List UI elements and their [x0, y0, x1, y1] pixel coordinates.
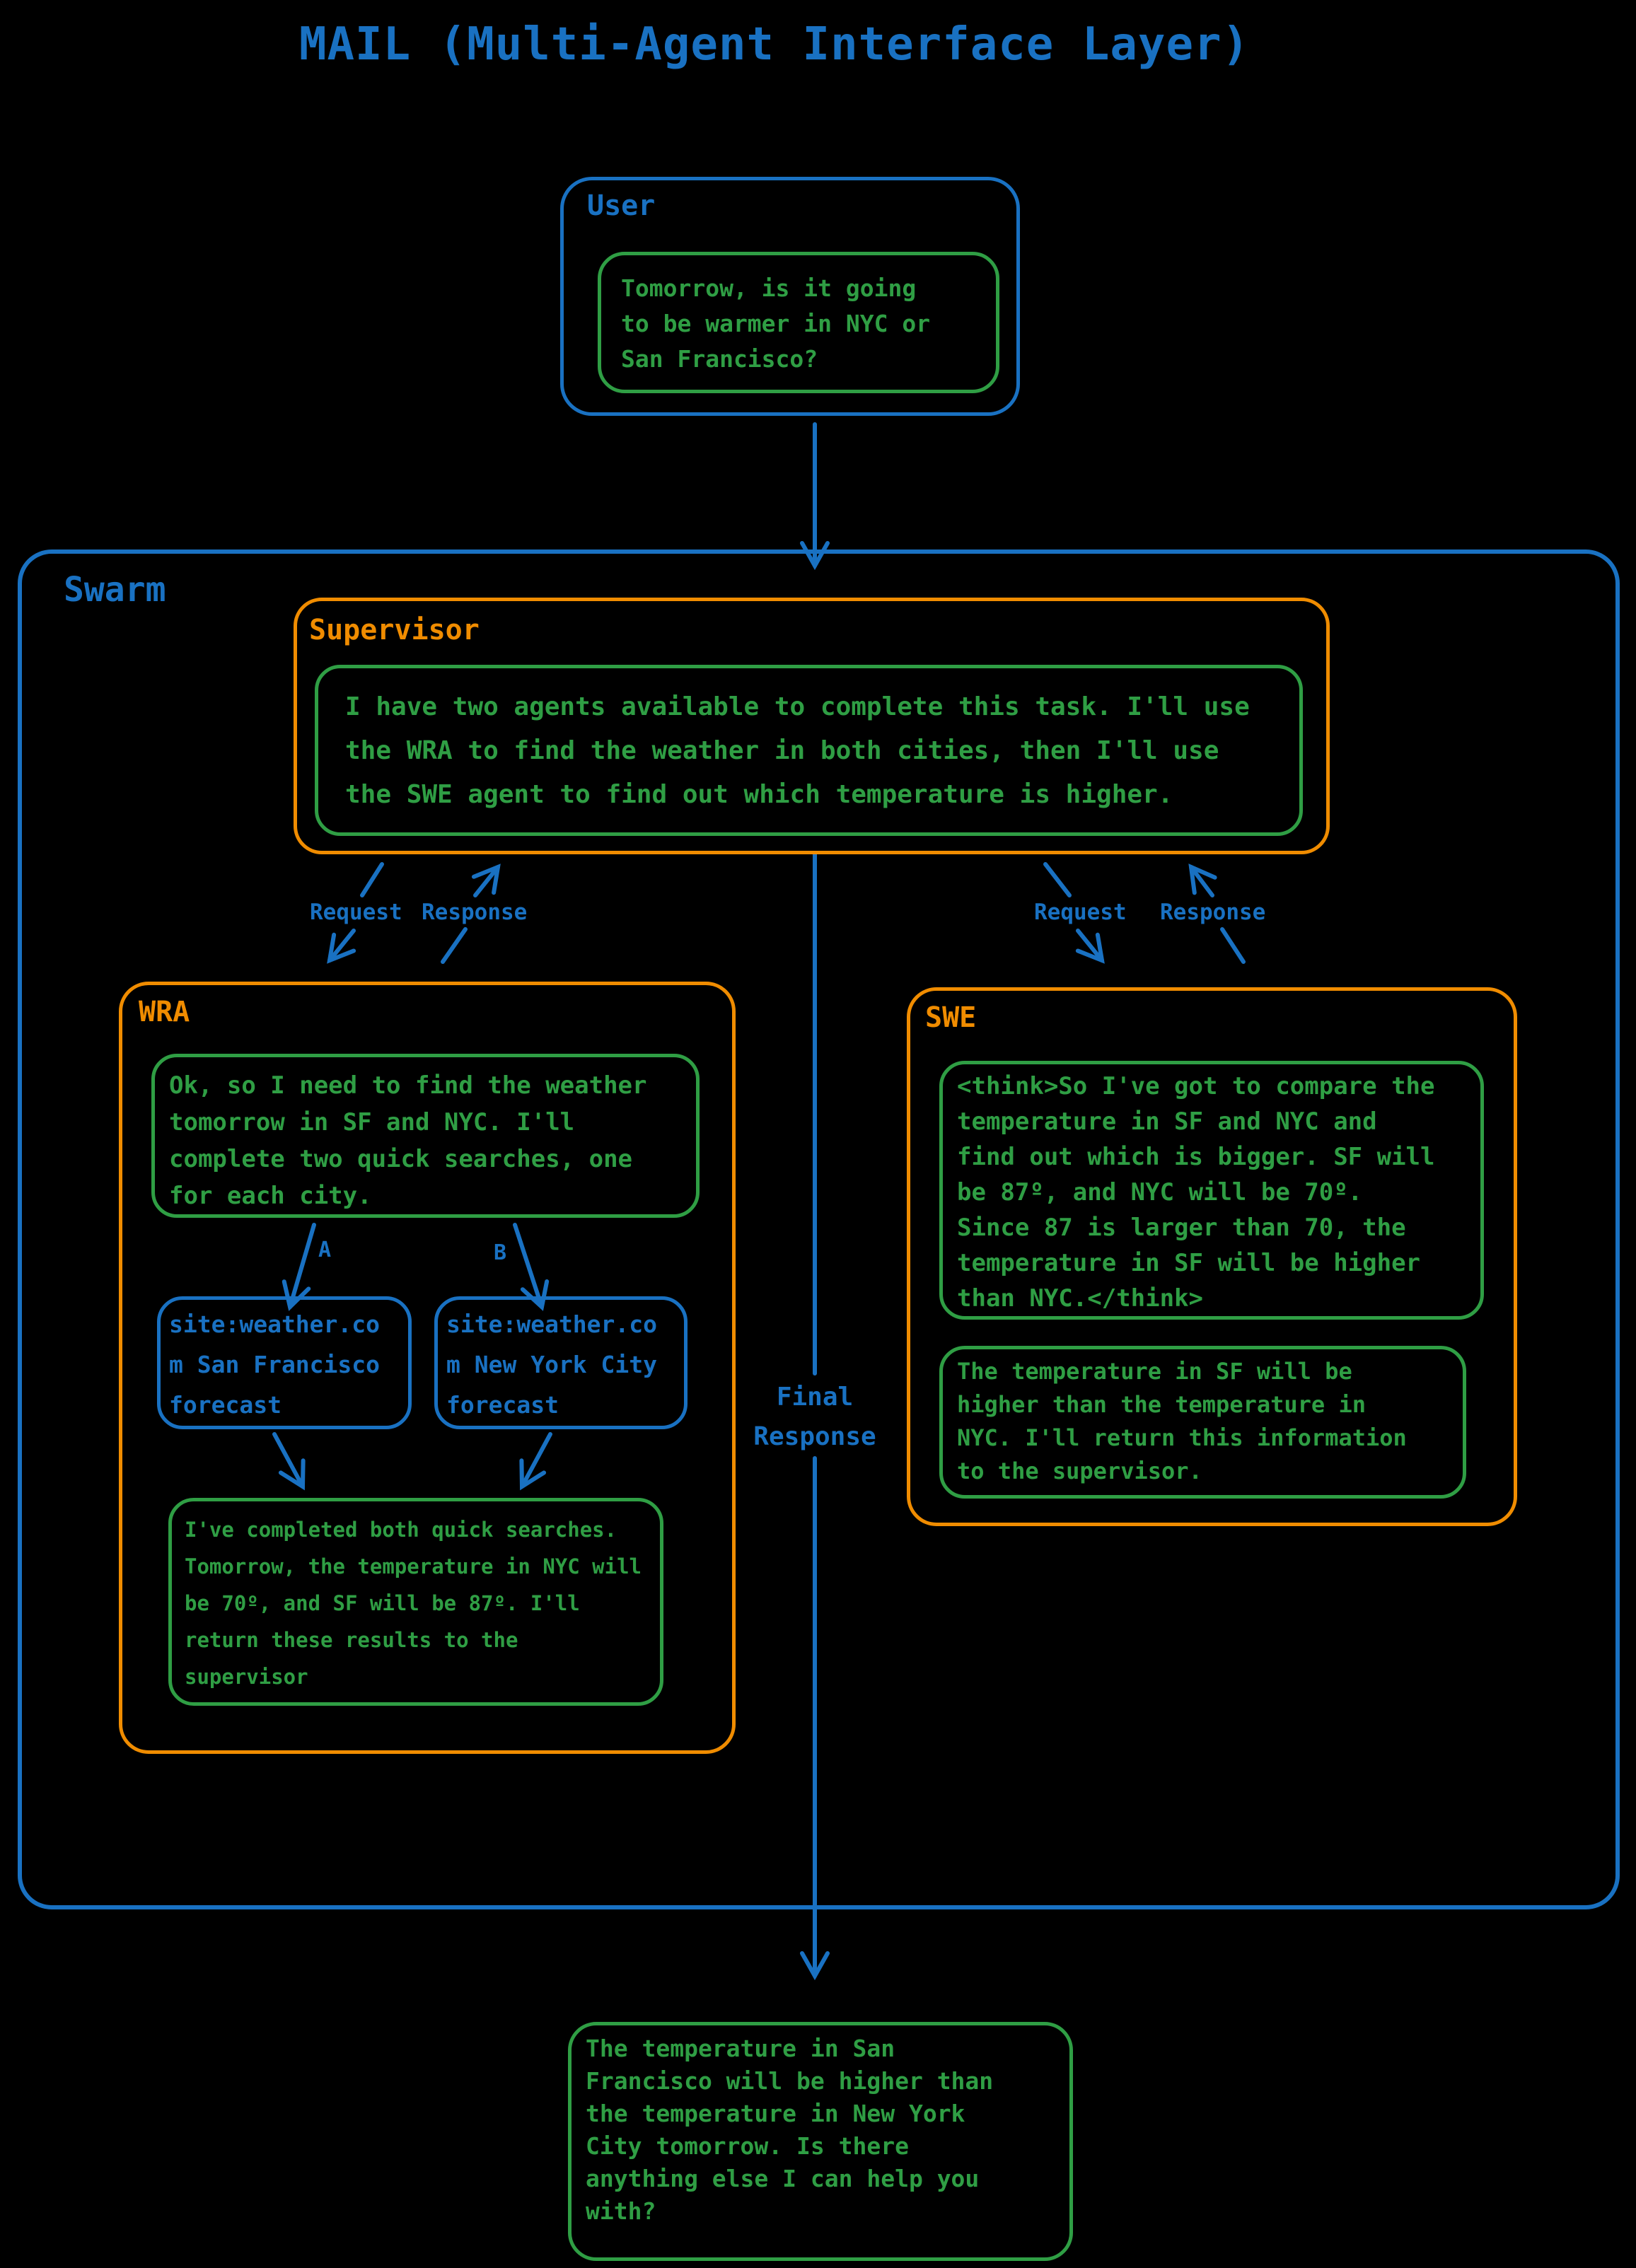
wra-result-message: I've completed both quick searches. Tomo… — [168, 1498, 663, 1706]
swarm-box — [18, 549, 1620, 1909]
wra-agent-label: WRA — [139, 996, 190, 1028]
wra-agent-box — [119, 982, 736, 1754]
search-query-nyc: site:weather.co m New York City forecast — [434, 1296, 688, 1429]
arrow-response-wra-to-supervisor — [441, 863, 501, 964]
page-title: MAIL (Multi-Agent Interface Layer) — [298, 18, 1251, 71]
final-response-label: Final Response — [753, 1383, 876, 1451]
swe-result-message: The temperature in SF will be higher tha… — [939, 1346, 1466, 1499]
user-box-label: User — [587, 190, 656, 222]
branch-a-label: A — [318, 1238, 332, 1262]
arrow-search-a — [282, 1223, 316, 1311]
swarm-box-label: Swarm — [64, 570, 166, 610]
request-label-wra: Request — [310, 900, 402, 925]
swe-agent-label: SWE — [925, 1001, 977, 1034]
response-label-swe: Response — [1160, 900, 1266, 925]
arrow-search-b — [513, 1223, 550, 1311]
supervisor-box-label: Supervisor — [309, 614, 480, 646]
arrow-request-supervisor-to-swe — [1043, 862, 1105, 964]
response-label-wra: Response — [422, 900, 528, 925]
supervisor-box — [294, 598, 1330, 854]
arrow-response-swe-to-supervisor — [1188, 863, 1246, 964]
request-label-swe: Request — [1034, 900, 1127, 925]
supervisor-message: I have two agents available to complete … — [315, 665, 1303, 836]
arrow-nyc-search-to-result — [519, 1432, 552, 1491]
arrow-request-supervisor-to-wra — [327, 862, 384, 964]
swe-agent-box — [907, 987, 1517, 1526]
swe-think-message: <think>So I've got to compare the temper… — [939, 1061, 1484, 1320]
branch-b-label: B — [494, 1240, 507, 1265]
user-message: Tomorrow, is it going to be warmer in NY… — [598, 252, 999, 393]
final-answer-message: The temperature in San Francisco will be… — [568, 2022, 1073, 2261]
arrow-sf-search-to-result — [272, 1432, 306, 1491]
user-box — [560, 177, 1020, 416]
wra-plan-message: Ok, so I need to find the weather tomorr… — [151, 1054, 700, 1218]
search-query-sf: site:weather.co m San Francisco forecast — [157, 1296, 412, 1429]
